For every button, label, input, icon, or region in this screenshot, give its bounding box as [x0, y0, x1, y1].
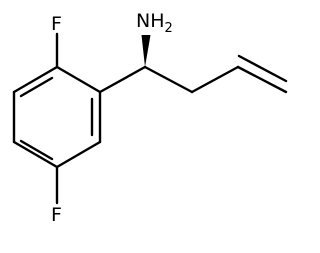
bond-ring-to-chiral-center: [98, 65, 147, 94]
amine-symbol: NH: [136, 10, 165, 32]
fluorine-top-label: F: [51, 13, 62, 35]
ring-bond-4: [12, 140, 59, 169]
fluorine-bottom-label: F: [51, 204, 62, 226]
ring-inner-double-bond-2: [19, 139, 54, 161]
ring-bond-3: [55, 140, 102, 169]
bond-chiral-to-ch2: [143, 65, 194, 94]
ring-bond-1: [55, 65, 102, 94]
amine-label: NH2: [136, 10, 173, 36]
wedge-bond-to-amine: [141, 35, 151, 67]
amine-subscript: 2: [165, 21, 173, 36]
ring-inner-double-bond-3: [19, 76, 54, 98]
ring-bond-6: [12, 65, 59, 94]
benzene-ring: [12, 65, 102, 169]
terminal-double-bond-outer: [236, 65, 288, 94]
bond-ch2-to-ch: [190, 65, 240, 94]
terminal-double-bond-inner: [237, 54, 288, 83]
chemical-structure: NH2 F F: [12, 10, 288, 226]
